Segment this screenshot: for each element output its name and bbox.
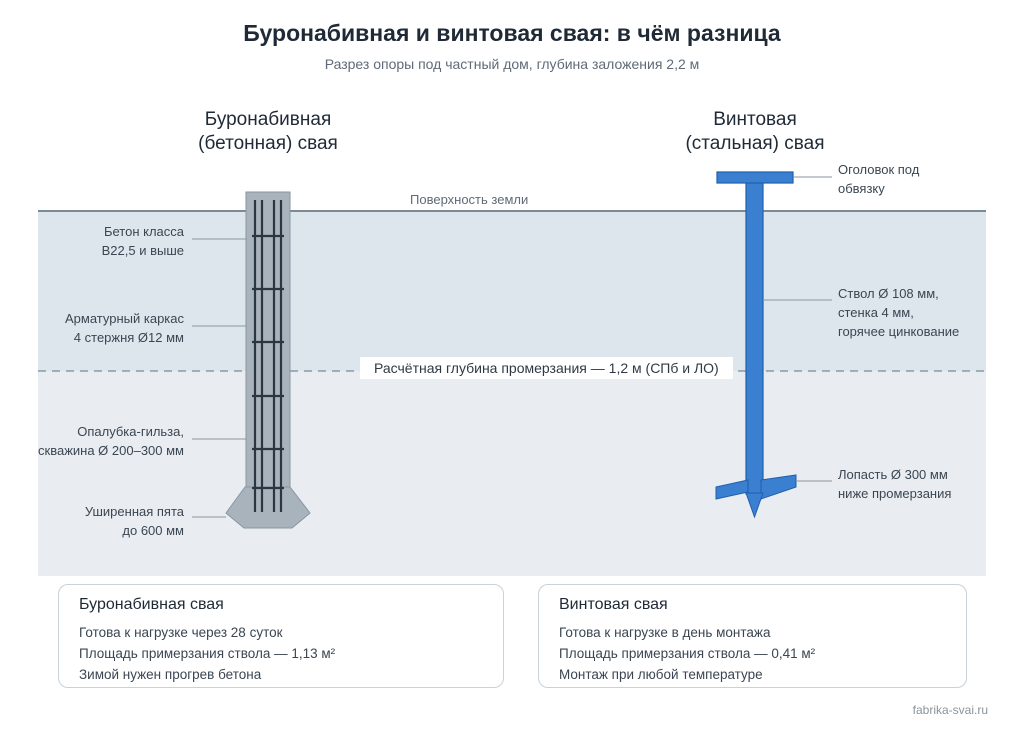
screw-pile-title-line2: (стальная) свая	[685, 133, 825, 154]
rebar-cage-line2: 4 стержня Ø12 мм	[73, 330, 184, 345]
heel-line1: Уширенная пята	[84, 504, 184, 519]
screw-pile-card-line: Монтаж при любой температуре	[559, 667, 763, 682]
page-title: Буронабивная и винтовая свая: в чём разн…	[243, 20, 781, 46]
blade-line1: Лопасть Ø 300 мм	[838, 467, 948, 482]
frost-depth-label: Расчётная глубина промерзания — 1,2 м (С…	[360, 357, 733, 379]
concrete-shaft	[245, 191, 291, 488]
cap-line2: обвязку	[838, 181, 885, 196]
shaft-line3: горячее цинкование	[838, 324, 960, 339]
blade-label: Лопасть Ø 300 мм ниже промерзания	[838, 465, 951, 503]
rebar-cage-label: Арматурный каркас 4 стержня Ø12 мм	[65, 309, 184, 347]
deep-soil-layer	[38, 371, 986, 576]
concrete-class-label: Бетон класса В22,5 и выше	[102, 222, 184, 260]
rebar-cage-line1: Арматурный каркас	[65, 311, 184, 326]
screw-pile	[715, 171, 797, 519]
formwork-line2: скважина Ø 200–300 мм	[38, 443, 184, 458]
screw-pile-title-line1: Винтовая	[713, 109, 797, 130]
screw-pile-title: Винтовая (стальная) свая	[655, 108, 855, 156]
screw-pile-card: Винтовая свая Готова к нагрузке в день м…	[538, 584, 967, 688]
bored-pile-card-line: Площадь примерзания ствола — 1,13 м²	[79, 646, 336, 661]
formwork-line1: Опалубка-гильза,	[77, 424, 184, 439]
bored-pile-card-line: Зимой нужен прогрев бетона	[79, 667, 262, 682]
formwork-label: Опалубка-гильза, скважина Ø 200–300 мм	[38, 422, 184, 460]
cap-line1: Оголовок под	[838, 162, 920, 177]
helix-blade-left	[715, 479, 749, 500]
screw-pile-card-title: Винтовая свая	[559, 596, 668, 613]
bored-pile	[225, 191, 311, 529]
screw-pile-card-line: Площадь примерзания ствола — 0,41 м²	[559, 646, 816, 661]
heel-line2: до 600 мм	[122, 523, 184, 538]
bored-pile-title-line2: (бетонная) свая	[198, 133, 338, 154]
page-subtitle: Разрез опоры под частный дом, глубина за…	[324, 56, 700, 72]
leader-lines	[192, 176, 832, 518]
ground-surface-label: Поверхность земли	[410, 192, 529, 207]
rebar-cage	[252, 200, 284, 512]
pile-heel	[225, 486, 311, 529]
frozen-soil-layer	[38, 211, 986, 371]
pile-tip	[745, 492, 764, 519]
shaft-line2: стенка 4 мм,	[838, 305, 914, 320]
shaft-line1: Ствол Ø 108 мм,	[838, 286, 939, 301]
footer-site: fabrika-svai.ru	[912, 703, 988, 717]
heel-label: Уширенная пята до 600 мм	[85, 502, 184, 540]
shaft-label: Ствол Ø 108 мм, стенка 4 мм, горячее цин…	[838, 284, 959, 341]
screw-pile-card-line: Готова к нагрузке в день монтажа	[559, 625, 771, 640]
cap-label: Оголовок под обвязку	[838, 160, 919, 198]
bored-pile-title-line1: Буронабивная	[204, 109, 332, 130]
steel-shaft	[745, 181, 764, 495]
pile-cap	[716, 171, 794, 184]
blade-line2: ниже промерзания	[838, 486, 952, 501]
bored-pile-card-title: Буронабивная свая	[79, 596, 224, 613]
bored-pile-title: Буронабивная (бетонная) свая	[168, 108, 368, 156]
bored-pile-card-line: Готова к нагрузке через 28 суток	[79, 625, 283, 640]
bored-pile-card: Буронабивная свая Готова к нагрузке чере…	[58, 584, 504, 688]
concrete-class-line1: Бетон класса	[103, 224, 184, 239]
concrete-class-line2: В22,5 и выше	[101, 243, 184, 258]
